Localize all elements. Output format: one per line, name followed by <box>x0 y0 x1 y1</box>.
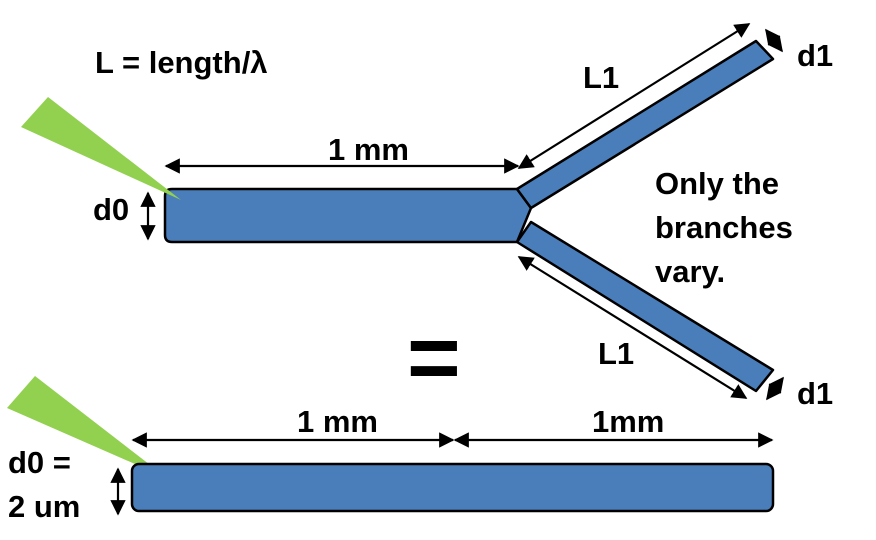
lower-branch-length-arrow <box>517 256 748 399</box>
note-line-1: Only the <box>655 166 779 201</box>
equals-sign: = <box>407 307 461 409</box>
upper-branch-width-label: d1 <box>797 38 833 73</box>
lower-branch-waveguide <box>515 220 775 393</box>
top-length-label: 1 mm <box>328 132 409 167</box>
lower-branch-length-label: L1 <box>598 336 634 371</box>
note-line-3: vary. <box>655 254 725 289</box>
upper-branch-width-arrow <box>765 28 783 53</box>
bottom-left-length-label: 1 mm <box>297 404 378 439</box>
bottom-width-label-line-2: 2 um <box>8 489 80 524</box>
trunk-width-label: d0 <box>93 192 129 227</box>
trunk-waveguide <box>163 187 533 244</box>
straight-waveguide <box>130 462 775 513</box>
lower-branch-width-label: d1 <box>797 376 833 411</box>
lower-branch-width-arrow <box>766 376 784 401</box>
bottom-width-label-line-1: d0 = <box>8 445 71 480</box>
probe-tip-bottom <box>7 376 167 478</box>
upper-branch-length-arrow <box>517 23 751 169</box>
upper-branch-length-label: L1 <box>583 60 619 95</box>
formula-label: L = length/λ <box>95 45 268 80</box>
note-line-2: branches <box>655 210 793 245</box>
bottom-right-length-label: 1mm <box>592 404 664 439</box>
probe-tip-top <box>21 97 181 200</box>
